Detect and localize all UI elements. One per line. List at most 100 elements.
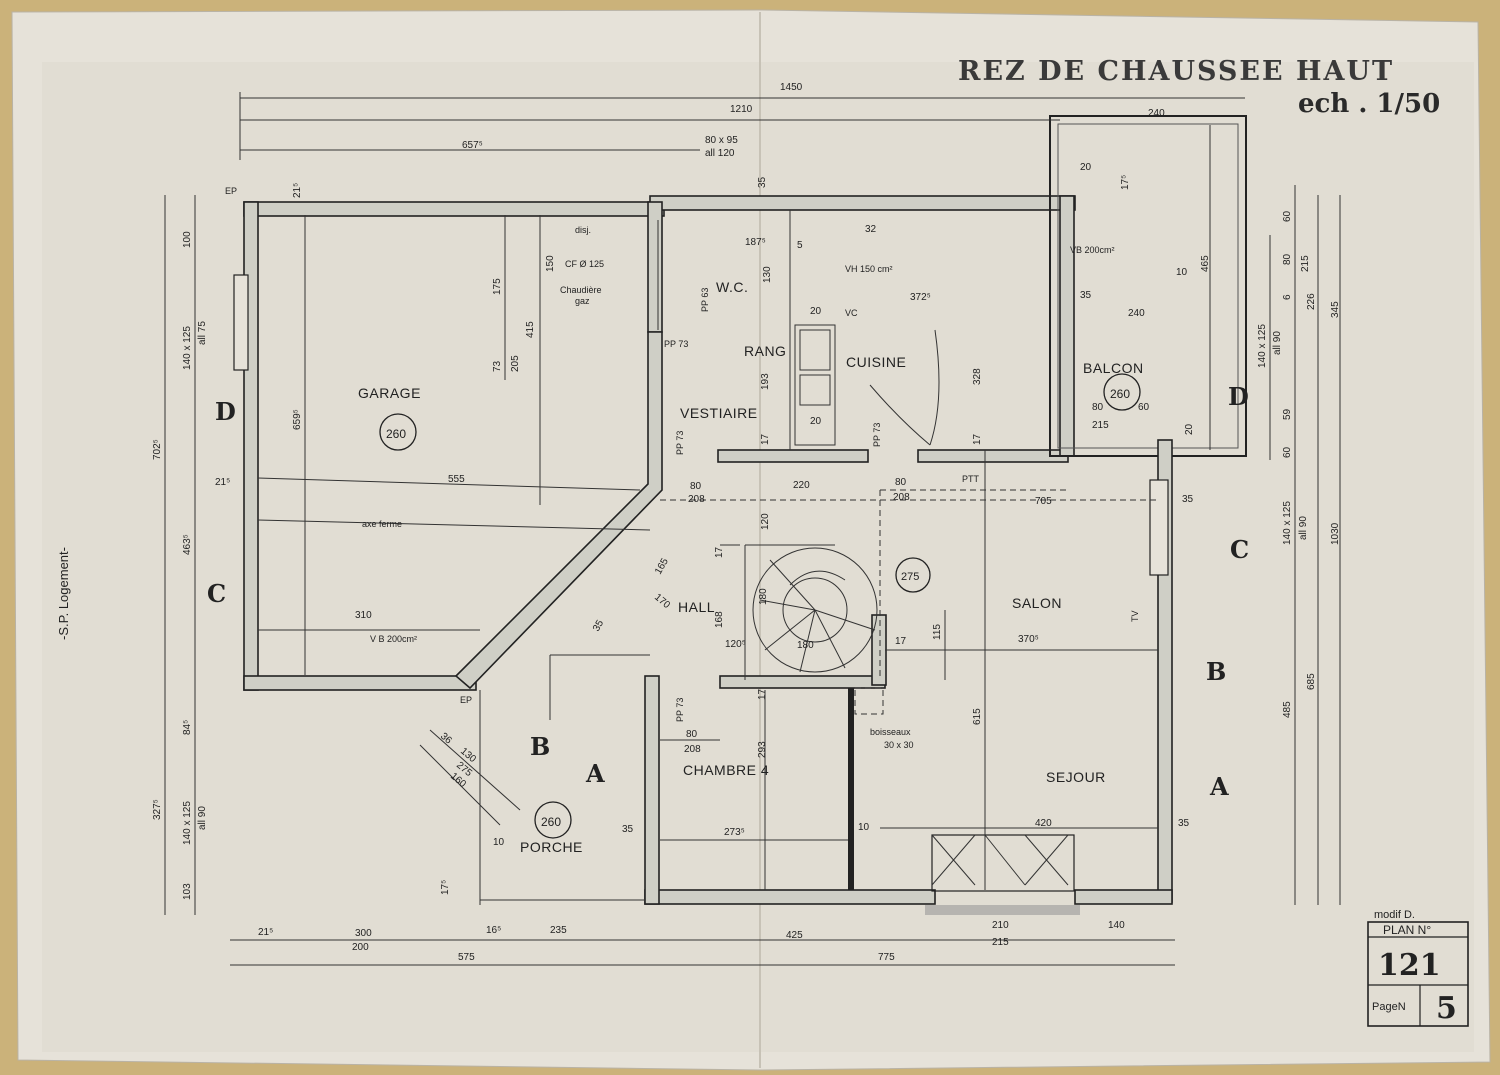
dim-35e: 35 — [622, 824, 634, 835]
dim-420: 420 — [1035, 818, 1052, 829]
dim-555: 555 — [448, 474, 465, 485]
dim-205: 205 — [510, 355, 521, 372]
dim-775: 775 — [878, 952, 895, 963]
dim-r345: 345 — [1330, 301, 1341, 318]
dim-r140x125: 140 x 125 — [1257, 324, 1268, 368]
dim-80x95: 80 x 95 — [705, 135, 738, 146]
note-vb-kitchen: VB 200cm² — [1070, 245, 1115, 255]
note-boisseaux-dim: 30 x 30 — [884, 740, 914, 750]
room-wc: W.C. — [716, 279, 748, 295]
room-hall: HALL — [678, 599, 715, 615]
dim-17b: 17 — [972, 433, 983, 445]
side-note: -S.P. Logement- — [56, 547, 71, 640]
dim-187: 187⁵ — [745, 237, 766, 248]
note-ptt: PTT — [962, 474, 980, 484]
dim-425: 425 — [786, 930, 803, 941]
room-rang: RANG — [744, 343, 786, 359]
dim-all120: all 120 — [705, 148, 735, 159]
dim-215: 215 — [1092, 420, 1109, 431]
room-sejour: SEJOUR — [1046, 769, 1106, 785]
dim-100: 100 — [182, 231, 193, 248]
note-tv: TV — [1130, 610, 1140, 622]
room-chambre: CHAMBRE 4 — [683, 762, 769, 778]
dim-200: 200 — [352, 942, 369, 953]
dim-all75: all 75 — [197, 321, 208, 345]
title-block: modif D. PLAN N° 121 PageN 5 — [1367, 909, 1469, 1027]
dim-175a: 17⁵ — [1120, 175, 1131, 190]
note-cf: CF Ø 125 — [565, 259, 604, 269]
dim-575: 575 — [458, 952, 475, 963]
dim-35c: 35 — [1182, 494, 1194, 505]
dim-r6: 6 — [1282, 294, 1293, 300]
section-b-right: B — [1206, 657, 1226, 686]
dim-21b: 21⁵ — [215, 477, 230, 488]
dim-175b: 17⁵ — [440, 880, 451, 895]
dim-r80: 80 — [1282, 253, 1293, 265]
dim-657: 657⁵ — [462, 140, 483, 151]
cartouche-plan-number: 121 — [1378, 948, 1441, 983]
note-pp73-d: PP 73 — [675, 698, 685, 722]
dim-300: 300 — [355, 928, 372, 939]
dim-140x125: 140 x 125 — [182, 326, 193, 370]
dim-r1030: 1030 — [1330, 522, 1341, 545]
note-chaudiere: Chaudière — [560, 285, 602, 295]
dim-21a: 21⁵ — [292, 183, 303, 198]
dim-150: 150 — [545, 255, 556, 272]
dim-208c: 208 — [684, 744, 701, 755]
dim-80c: 80 — [895, 477, 907, 488]
dim-705: 705 — [1035, 496, 1052, 507]
dim-103: 103 — [182, 883, 193, 900]
dim-32: 32 — [865, 224, 877, 235]
section-a-left: A — [585, 759, 605, 788]
note-vb-garage: V B 200cm² — [370, 634, 417, 644]
dim-215c: 215 — [992, 937, 1009, 948]
dim-180: 180 — [758, 588, 769, 605]
dim-310: 310 — [355, 610, 372, 621]
dim-463: 463⁵ — [182, 534, 193, 555]
plan-scale: ech . 1/50 — [1298, 89, 1440, 119]
note-pp73-a: PP 73 — [664, 339, 688, 349]
dim-10b: 10 — [493, 837, 505, 848]
cartouche-page-number: 5 — [1436, 991, 1457, 1026]
note-axe: axe ferme — [362, 519, 402, 529]
dim-r60: 60 — [1282, 210, 1293, 222]
dim-17e: 17 — [757, 688, 768, 700]
dim-130: 130 — [762, 266, 773, 283]
section-d-right: D — [1228, 382, 1249, 411]
dim-r60b: 60 — [1282, 446, 1293, 458]
note-boisseaux: boisseaux — [870, 727, 911, 737]
dim-328: 328 — [972, 368, 983, 385]
height-garage: 260 — [386, 427, 406, 441]
dim-220: 220 — [793, 480, 810, 491]
plan-title: REZ DE CHAUSSEE HAUT — [958, 56, 1394, 87]
dim-1210: 1210 — [730, 104, 753, 115]
dim-17a: 17 — [760, 433, 771, 445]
dim-rall90b: all 90 — [1298, 516, 1309, 540]
dim-all90: all 90 — [197, 806, 208, 830]
walls — [233, 115, 1247, 915]
dim-80: 80 — [1092, 402, 1104, 413]
dim-r59: 59 — [1282, 408, 1293, 420]
room-porche: PORCHE — [520, 839, 583, 855]
dim-17c: 17 — [714, 546, 725, 558]
dim-20c: 20 — [810, 416, 822, 427]
dim-465: 465 — [1200, 255, 1211, 272]
dim-215b: 21⁵ — [258, 927, 273, 938]
dim-240: 240 — [1128, 308, 1145, 319]
dim-35b: 35 — [1080, 290, 1092, 301]
dim-370: 370⁵ — [1018, 634, 1039, 645]
section-a-right: A — [1209, 772, 1229, 801]
dim-10c: 10 — [858, 822, 870, 833]
dim-659: 659⁵ — [292, 409, 303, 430]
room-labels: GARAGE W.C. RANG CUISINE VESTIAIRE BALCO… — [358, 279, 1143, 855]
room-vestiaire: VESTIAIRE — [680, 405, 758, 421]
dim-20d: 20 — [1184, 423, 1195, 435]
dim-180b: 180 — [797, 640, 814, 651]
height-balcon: 260 — [1110, 387, 1130, 401]
dim-5: 5 — [797, 240, 803, 251]
note-gaz: gaz — [575, 296, 590, 306]
dimension-lines — [164, 92, 1341, 966]
dim-210: 210 — [992, 920, 1009, 931]
dim-35d: 35 — [591, 618, 606, 634]
